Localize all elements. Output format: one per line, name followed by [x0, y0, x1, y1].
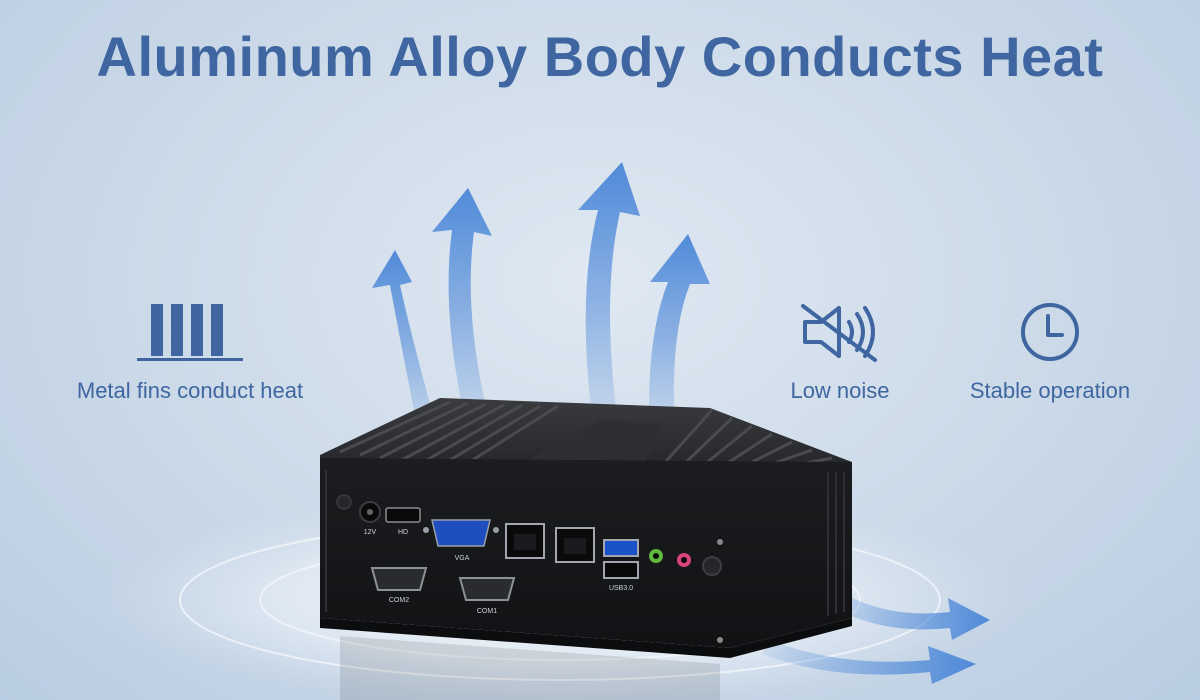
- heat-arrow: [432, 188, 494, 440]
- mini-pc-device: 12V HD VGA COM2 COM1 USB3.0: [320, 398, 852, 658]
- port-label: 12V: [364, 529, 377, 536]
- com1-port: [458, 577, 516, 601]
- lan-port: [505, 523, 545, 559]
- clock-icon: [1021, 303, 1079, 361]
- feature-low-noise: Low noise: [770, 300, 910, 404]
- heat-arrow: [372, 250, 440, 440]
- port-label: VGA: [455, 555, 470, 562]
- heat-arrow: [762, 640, 976, 684]
- port-label: USB3.0: [609, 585, 633, 592]
- port-label: COM1: [477, 608, 497, 615]
- antenna-mount: [702, 556, 722, 576]
- port-label: COM2: [389, 597, 409, 604]
- usb-port: [603, 561, 639, 579]
- com2-port: [370, 567, 428, 591]
- heat-arrow: [649, 234, 710, 440]
- device-reflection: [340, 636, 720, 700]
- feature-label: Low noise: [790, 378, 890, 403]
- page-title: Aluminum Alloy Body Conducts Heat: [96, 25, 1104, 88]
- feature-metal-fins: Metal fins conduct heat: [40, 300, 340, 404]
- feature-label: Stable operation: [969, 378, 1131, 403]
- hdmi-port: [385, 507, 421, 523]
- feature-label: Metal fins conduct heat: [76, 378, 304, 403]
- heat-arrow: [578, 162, 640, 440]
- vga-port: [431, 519, 491, 547]
- metal-fins-icon: [137, 304, 243, 361]
- feature-stable-operation: Stable operation: [945, 300, 1155, 404]
- power-button: [336, 494, 352, 510]
- muted-speaker-icon: [801, 304, 877, 362]
- heat-arrow: [822, 585, 990, 640]
- usb3-port: [603, 539, 639, 557]
- port-label: HD: [398, 529, 408, 536]
